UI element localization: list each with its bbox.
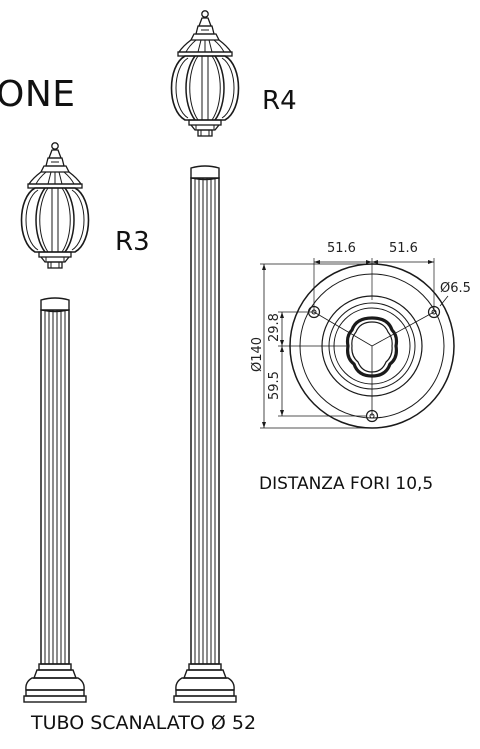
lamp-post-r3 bbox=[20, 142, 90, 703]
plate-diameter-label: Ø140 bbox=[250, 337, 265, 372]
dim-right-offset: 51.6 bbox=[389, 241, 418, 256]
page-title: ONE bbox=[0, 74, 76, 115]
dim-lower-label: 59.5 bbox=[267, 371, 282, 400]
hole-distance-caption: DISTANZA FORI 10,5 bbox=[259, 474, 434, 494]
hole-diameter-label: Ø6.5 bbox=[440, 281, 471, 296]
lamp-post-r4 bbox=[170, 10, 240, 703]
base-plate-drawing bbox=[260, 258, 455, 429]
fluted-shaft-r4 bbox=[190, 177, 220, 665]
dim-left-offset: 51.6 bbox=[327, 241, 356, 256]
base-r4 bbox=[173, 663, 237, 703]
tube-caption: TUBO SCANALATO Ø 52 bbox=[31, 712, 257, 734]
dim-upper-label: 29.8 bbox=[267, 313, 282, 342]
fluted-shaft-r3 bbox=[40, 309, 70, 665]
base-r3 bbox=[23, 663, 87, 703]
model-label-r3: R3 bbox=[115, 227, 150, 257]
model-label-r4: R4 bbox=[262, 86, 297, 116]
